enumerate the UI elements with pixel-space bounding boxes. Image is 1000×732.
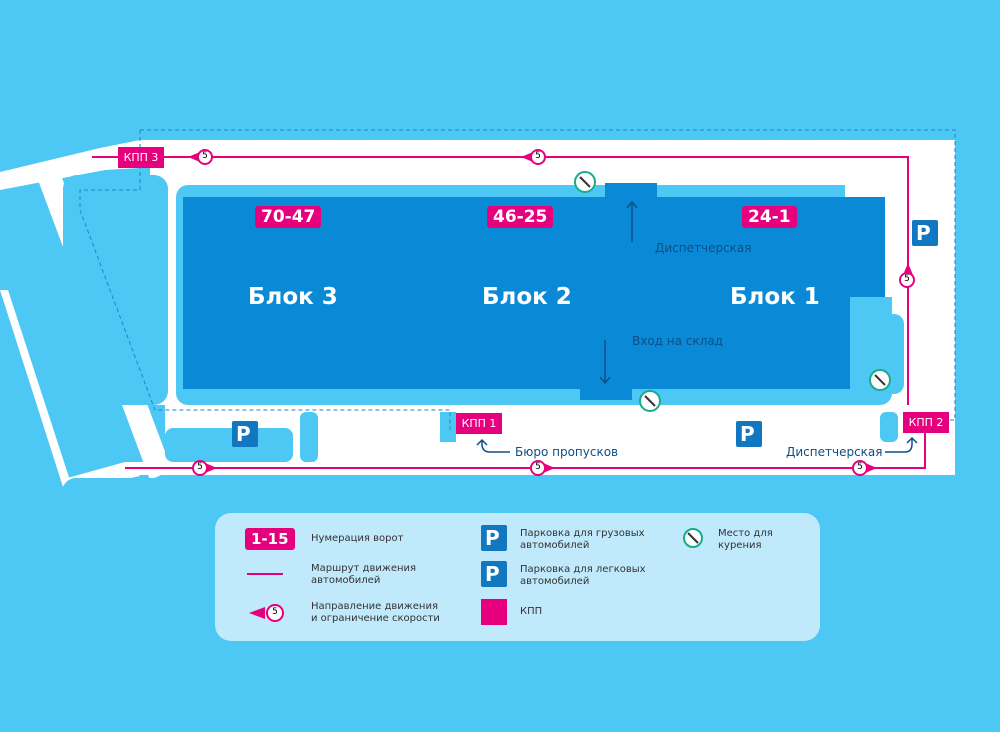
vehicle-route-bottom xyxy=(125,432,926,469)
speed-marker xyxy=(899,263,915,288)
truck-parking-icon: P xyxy=(481,525,507,551)
car-parking-icon: P xyxy=(481,561,507,587)
arrow-up-icon xyxy=(626,200,638,242)
legend-gate-numbering: Нумерация ворот xyxy=(311,533,404,544)
speed-marker-icon xyxy=(249,604,284,622)
speed-marker xyxy=(521,149,546,165)
checkpoint-kpp3: КПП 3 xyxy=(118,147,164,168)
checkpoint-kpp2: КПП 2 xyxy=(903,412,949,433)
map-legend: 1-15 Нумерация ворот Маршрут движения ав… xyxy=(215,513,820,641)
arrow-return-icon xyxy=(476,438,510,453)
vehicle-route-top xyxy=(92,156,909,405)
speed-limit: 5 xyxy=(904,274,910,284)
checkpoint-kpp1: КПП 1 xyxy=(456,413,502,434)
speed-limit: 5 xyxy=(535,151,541,161)
car-parking-icon: P xyxy=(232,421,258,447)
warehouse-building xyxy=(183,197,885,389)
speed-limit: 5 xyxy=(202,151,208,161)
access-road-top xyxy=(0,140,140,190)
legend-kpp: КПП xyxy=(520,606,543,617)
smoking-area-icon xyxy=(683,528,703,548)
legend-speed-limit: 5 xyxy=(272,607,278,617)
arrow-down-icon xyxy=(599,340,611,385)
gate-label-block1: 24-1 xyxy=(742,206,797,228)
speed-marker xyxy=(852,460,877,476)
speed-marker xyxy=(188,149,213,165)
legend-route: Маршрут движения автомобилей xyxy=(311,563,417,586)
fence-line xyxy=(140,129,956,421)
truck-parking-icon: P xyxy=(736,421,762,447)
smoking-area-icon xyxy=(574,171,596,193)
truck-parking-icon: P xyxy=(912,220,938,246)
legend-direction: Направление движения и ограничение скоро… xyxy=(311,601,440,624)
gate-label-block2: 46-25 xyxy=(487,206,554,228)
pass-office-label: Бюро пропусков xyxy=(515,445,619,459)
speed-marker xyxy=(192,460,217,476)
legend-gate-sample: 1-15 xyxy=(245,528,295,550)
block-3-label: Блок 3 xyxy=(248,284,338,310)
legend-smoking: Место для курения xyxy=(718,528,773,551)
dispatch-label: Диспетчерская xyxy=(655,241,752,255)
entrance-label: Вход на склад xyxy=(632,334,723,348)
speed-limit: 5 xyxy=(857,462,863,472)
dispatch-label: Диспетчерская xyxy=(786,445,883,459)
arrow-return-icon xyxy=(885,436,918,453)
legend-car-parking: Парковка для легковых автомобилей xyxy=(520,564,646,587)
gate-label-block3: 70-47 xyxy=(255,206,322,228)
smoking-area-icon xyxy=(869,369,891,391)
speed-limit: 5 xyxy=(535,462,541,472)
smoking-area-icon xyxy=(639,390,661,412)
speed-limit: 5 xyxy=(197,462,203,472)
block-1-label: Блок 1 xyxy=(730,284,820,310)
speed-marker xyxy=(530,460,555,476)
kpp-square-icon xyxy=(481,599,507,625)
block-2-label: Блок 2 xyxy=(482,284,572,310)
route-line-icon xyxy=(247,573,283,575)
legend-truck-parking: Парковка для грузовых автомобилей xyxy=(520,528,645,551)
